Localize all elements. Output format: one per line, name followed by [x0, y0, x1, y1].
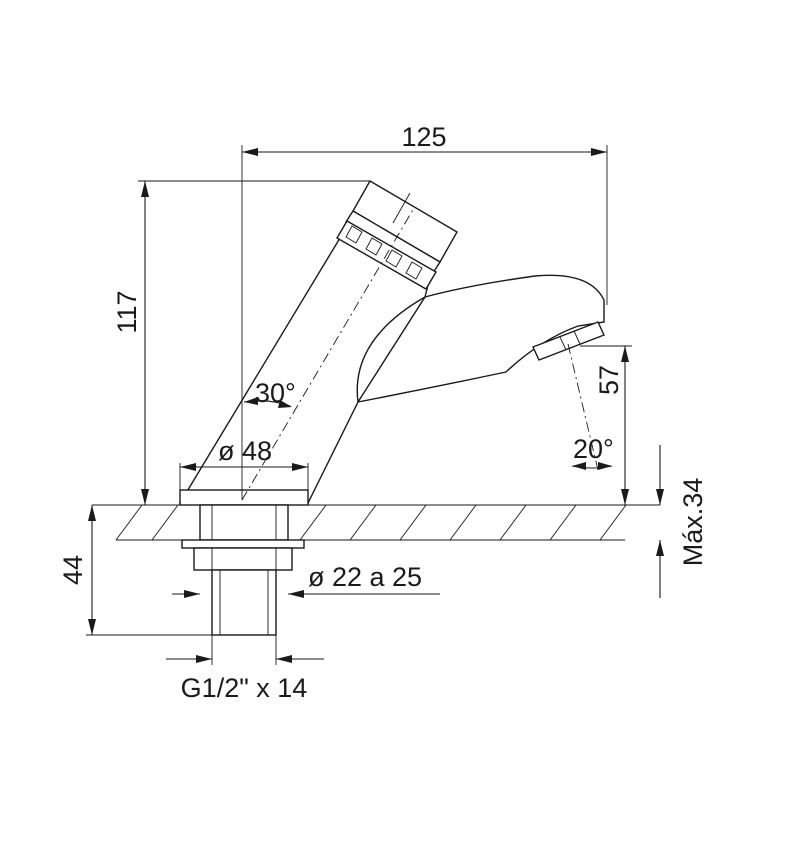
angle-body: 30° [243, 378, 296, 408]
dimension-spout-height: 57 [580, 345, 632, 505]
max-thickness-label: Máx.34 [678, 478, 708, 567]
angle-spout: 20° [571, 434, 614, 470]
dimension-width: 125 [241, 122, 608, 500]
base-diameter-label: ø 48 [218, 436, 272, 466]
height-label: 117 [112, 290, 142, 333]
aerator [532, 321, 605, 361]
dimension-shank-length: 44 [58, 505, 212, 636]
dimension-hole-diameter: ø 22 a 25 [172, 562, 440, 598]
base-flange [179, 489, 309, 506]
countertop [92, 504, 660, 541]
dimension-max-thickness: Máx.34 [656, 445, 708, 598]
dimension-height: 117 [112, 180, 370, 505]
shank [181, 504, 305, 636]
spout [356, 274, 605, 403]
shank-length-label: 44 [58, 555, 88, 585]
thread-label: G1/2" x 14 [181, 673, 308, 703]
dimension-base-diameter: ø 48 [179, 436, 309, 490]
spout-angle-label: 20° [573, 434, 614, 464]
body-angle-label: 30° [255, 378, 296, 408]
dimension-thread: G1/2" x 14 [166, 635, 324, 703]
spout-height-label: 57 [594, 365, 624, 395]
hole-diameter-label: ø 22 a 25 [308, 562, 422, 592]
width-label: 125 [401, 122, 446, 152]
